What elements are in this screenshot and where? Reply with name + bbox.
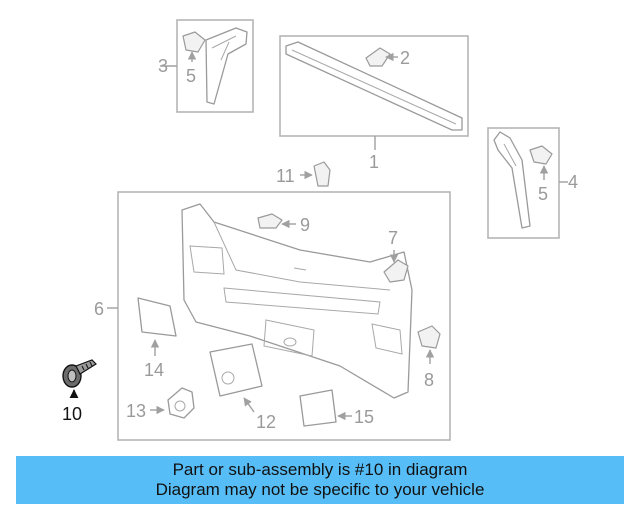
pad-part-15 [299,389,352,427]
callout-5a: 5 [186,66,196,86]
callout-2: 2 [400,48,410,68]
banner-line-1: Part or sub-assembly is #10 in diagram [172,460,468,479]
upper-garnish-part [285,41,463,131]
info-banner: Part or sub-assembly is #10 in diagram D… [16,456,624,504]
callout-11: 11 [276,166,295,186]
callout-8: 8 [424,370,434,390]
callout-1: 1 [369,152,379,172]
clip-part-8 [417,325,441,364]
bolt-part-10 [62,359,97,399]
pillar-trim-left-part [205,27,248,105]
callout-9: 9 [300,215,310,235]
clip-part-7 [383,250,409,283]
clip-part-5a [182,31,206,62]
clip-part-11 [300,161,331,187]
callout-7: 7 [388,228,398,248]
cover-part-12 [209,343,263,413]
callout-13: 13 [126,401,146,421]
clip-part-5b [529,145,553,180]
group-box-pillar-left [160,19,254,113]
group-box-back-door-trim [107,191,451,441]
clip-part-9 [257,213,296,229]
callout-10: 10 [62,404,82,424]
pillar-trim-right-part [493,131,531,229]
clip-part-2 [365,47,398,67]
lamp-part-13 [150,387,195,419]
pad-part-14 [137,297,177,356]
callout-3: 3 [158,56,168,76]
banner-line-2: Diagram may not be specific to your vehi… [155,480,485,499]
group-box-garnish [279,35,469,150]
callout-14: 14 [144,360,164,380]
back-door-trim-board-part [181,203,413,399]
group-box-pillar-right [487,127,568,239]
callout-12: 12 [256,412,276,432]
callout-6: 6 [94,299,104,319]
callout-5b: 5 [538,184,548,204]
callout-15: 15 [354,407,374,427]
callout-4: 4 [568,172,578,192]
